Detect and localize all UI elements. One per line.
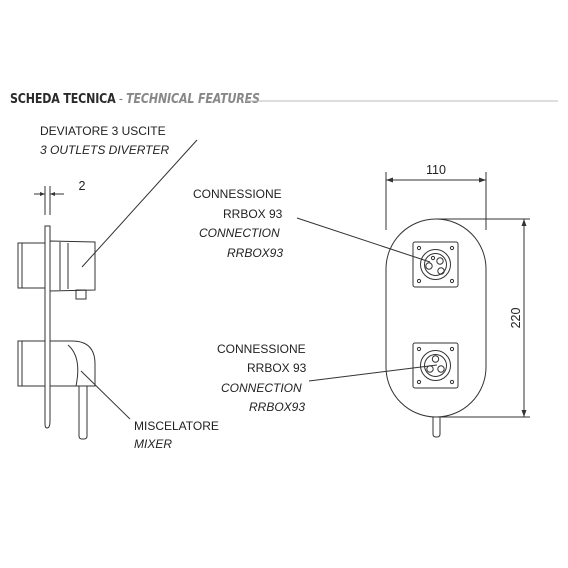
label-diverter-it: DEVIATORE 3 USCITE [40,124,166,138]
dim-side-arrowhead-left [40,192,45,196]
sheet-header: SCHEDA TECNICA - TECHNICAL FEATURES [10,91,260,107]
side-wall-plate [44,225,51,429]
dim-height-label: 220 [509,308,523,329]
box-bottom-ring-inner [424,354,447,377]
box-bottom-screw-4 [449,379,455,385]
dim-width-arrowhead-right [479,177,486,183]
leader-connection-bottom [308,364,438,382]
label-mixer-it: MISCELATORE [134,419,219,433]
dim-side-thickness-label: 2 [79,179,86,193]
dim-side-arrowhead-right [50,192,55,196]
box-top-screw-2 [449,245,455,251]
connection-box-top [412,241,459,288]
side-diverter-nub [75,289,87,300]
front-cover-plate [385,218,487,418]
box-top-ring-inner [424,253,447,276]
label-connection-bottom-en-2: RRBOX93 [249,400,306,414]
dim-height-arrowhead-top [521,219,527,226]
box-top-screw-1 [416,245,422,251]
label-connection-top-it-2: RRBOX 93 [223,207,283,221]
box-top-port-4 [430,255,436,261]
side-mixer-knob-curve [67,344,79,387]
label-connection-top-en-2: RRBOX93 [227,246,284,260]
box-top-ring-outer [420,249,451,280]
box-top-port-3 [437,267,445,275]
label-connection-bottom-en-1: CONNECTION [221,381,302,395]
box-bottom-port-3 [431,355,440,363]
box-top-screw-4 [449,278,455,284]
label-mixer-en: MIXER [134,437,173,451]
box-bottom-screw-1 [416,346,422,352]
box-top-screw-3 [416,278,422,284]
box-bottom-port-1 [426,365,434,373]
side-view [17,186,96,440]
header-separator: - [115,91,127,107]
label-connection-top-en-1: CONNECTION [199,226,280,240]
box-bottom-screw-2 [449,346,455,352]
side-diverter-knob [49,240,96,292]
box-top-port-2 [436,257,444,265]
side-rear-body-bottom [17,340,46,387]
dim-height-arrowhead-bottom [521,410,527,417]
front-view [385,172,530,438]
label-connection-bottom-it-1: CONNESSIONE [217,342,306,356]
header-title-en: TECHNICAL FEATURES [126,91,260,107]
label-connection-bottom-it-2: RRBOX 93 [247,361,307,375]
header-title: SCHEDA TECNICA [10,91,116,107]
label-connection-top-it-1: CONNESSIONE [193,187,282,201]
front-mixer-lever [432,417,441,438]
leader-mixer [80,370,131,420]
dim-width-arrowhead-left [386,177,393,183]
box-bottom-port-2 [437,365,445,373]
box-bottom-screw-3 [416,379,422,385]
leader-connection-top [296,217,431,263]
label-diverter-en: 3 OUTLETS DIVERTER [40,143,170,157]
box-bottom-ring-outer [420,350,451,381]
connection-box-bottom [412,342,459,389]
leader-diverter [81,139,198,268]
side-mixer-lever [78,386,88,440]
box-top-port-1 [425,262,433,270]
side-mixer-knob [49,340,96,387]
dim-width-label: 110 [426,163,446,177]
side-rear-body-top [17,242,46,289]
